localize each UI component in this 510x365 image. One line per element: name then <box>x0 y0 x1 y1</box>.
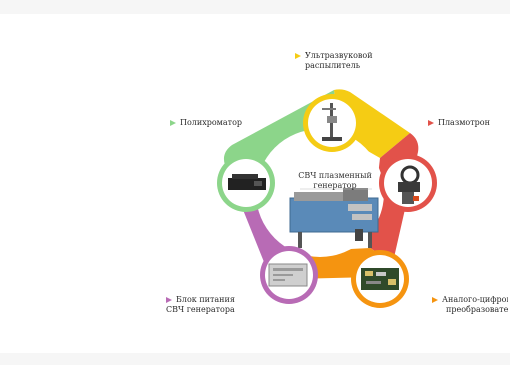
label-power: Блок питания СВЧ генератора <box>166 295 235 314</box>
label-polychromator: Полихроматор <box>170 118 242 128</box>
plasmatron-icon <box>398 165 420 204</box>
bullet-triangle-icon <box>432 297 438 303</box>
label-adc: Аналого-цифрово преобразовател <box>432 295 508 315</box>
label-plasmatron: Плазмотрон <box>428 118 490 128</box>
bullet-triangle-icon <box>166 297 172 303</box>
label-ultrasonic: Ультразвуковой распылитель <box>295 51 373 71</box>
bullet-triangle-icon <box>428 120 434 126</box>
polychromator-icon <box>228 174 266 190</box>
microwave-generator-icon <box>289 188 379 248</box>
node-adc <box>351 250 409 308</box>
power-supply-icon <box>268 263 308 287</box>
node-power <box>260 246 318 304</box>
bullet-triangle-icon <box>295 53 301 59</box>
ultrasonic-sprayer-icon <box>322 103 342 141</box>
center-title: СВЧ плазменный генератор <box>298 171 372 190</box>
node-polychromator <box>217 154 275 212</box>
node-ultrasonic <box>303 94 361 152</box>
node-plasmatron <box>379 154 437 212</box>
adc-board-icon <box>361 268 399 290</box>
bullet-triangle-icon <box>170 120 176 126</box>
